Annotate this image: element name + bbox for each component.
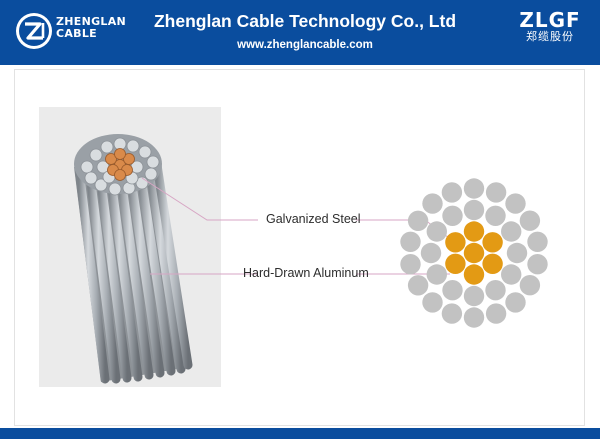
zlgf-logo: ZLGF 郑缆股份	[512, 9, 588, 55]
aluminum-wire-layer2-10	[501, 264, 522, 285]
aluminum-wire-layer3-10	[485, 182, 507, 203]
steel-wire-layer1-4	[482, 232, 503, 253]
aluminum-wire-layer3-8	[441, 182, 463, 203]
aluminum-wire-layer2-3	[420, 242, 442, 264]
company-logo[interactable]: ZHENGLAN CABLE	[14, 11, 134, 51]
aluminum-wire-layer3-13	[527, 231, 548, 252]
company-logo-text: ZHENGLAN CABLE	[56, 16, 126, 40]
company-title: Zhenglan Cable Technology Co., Ltd	[153, 11, 457, 31]
steel-wire-layer1-5	[482, 253, 503, 274]
zlgf-logo-text: ZLGF	[519, 8, 581, 32]
aluminum-wire-layer2-4	[426, 221, 447, 242]
aluminum-wire-layer3-7	[422, 193, 443, 214]
cable-strand-image	[74, 134, 193, 384]
aluminum-wire-layer2-2	[426, 264, 447, 285]
steel-wire-layer1-3	[463, 221, 485, 242]
aluminum-wire-layer2-8	[501, 221, 522, 242]
footer-bar	[0, 428, 600, 439]
cross-section-diagram	[400, 178, 548, 328]
label-galvanized-steel: Galvanized Steel	[266, 212, 361, 226]
aluminum-wire-layer3-14	[527, 254, 548, 275]
label-hard-drawn-aluminum: Hard-Drawn Aluminum	[243, 266, 369, 280]
aluminum-wire-layer3-5	[400, 231, 421, 252]
zl-badge-icon	[16, 13, 52, 49]
zlgf-logo-cn: 郑缆股份	[526, 31, 574, 43]
aluminum-wire-layer2-6	[463, 199, 485, 221]
aluminum-wire-layer3-16	[505, 292, 526, 313]
aluminum-wire-layer2-9	[506, 242, 528, 264]
aluminum-wire-layer3-12	[519, 210, 541, 231]
steel-wire-layer1-1	[445, 253, 466, 274]
aluminum-wire-layer2-5	[442, 205, 463, 226]
aluminum-wire-layer3-9	[463, 178, 485, 199]
aluminum-wire-layer3-1	[441, 303, 463, 324]
aluminum-wire-layer2-1	[442, 280, 463, 301]
steel-wire-layer1-0	[463, 264, 485, 285]
aluminum-wire-layer3-3	[407, 275, 429, 296]
aluminum-wire-layer3-4	[400, 254, 421, 275]
aluminum-wire-layer3-2	[422, 292, 443, 313]
header-banner: ZHENGLAN CABLE Zhenglan Cable Technology…	[0, 0, 600, 65]
company-url[interactable]: www.zhenglancable.com	[237, 39, 373, 51]
aluminum-wire-layer2-0	[463, 285, 485, 307]
brand-line-2: CABLE	[56, 27, 97, 40]
cable-photo-panel	[39, 107, 221, 387]
aluminum-wire-layer3-0	[463, 307, 485, 328]
aluminum-wire-layer3-11	[505, 193, 526, 214]
aluminum-wire-layer3-6	[407, 210, 429, 231]
aluminum-wire-layer2-7	[485, 205, 506, 226]
brand-line-1: ZHENGLAN	[56, 15, 127, 28]
leader-line-steel	[141, 177, 258, 221]
steel-wire-layer1-2	[445, 232, 466, 253]
aluminum-wire-layer3-17	[485, 303, 507, 324]
aluminum-wire-layer3-15	[519, 275, 541, 296]
aluminum-wire-layer2-11	[485, 280, 506, 301]
steel-wire-layer0-0	[463, 242, 485, 264]
